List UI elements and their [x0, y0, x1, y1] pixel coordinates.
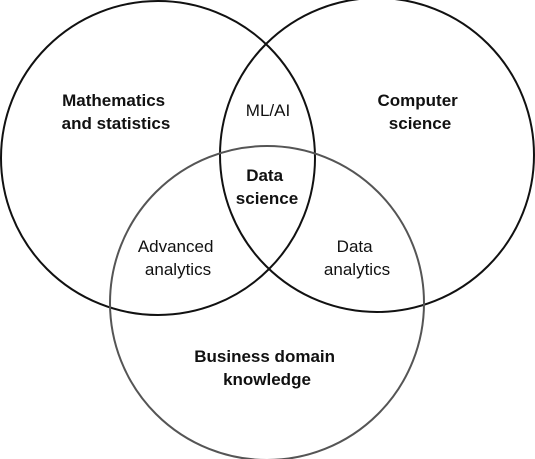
- label-business-domain-knowledge: Business domain knowledge: [194, 347, 340, 389]
- label-data-analytics-line-2: analytics: [324, 260, 390, 279]
- label-mathematics-and-statistics: Mathematics and statistics: [62, 91, 171, 133]
- label-mathematics-line-2: and statistics: [62, 114, 171, 133]
- label-data-science: Data science: [236, 166, 298, 208]
- label-advanced-analytics-line-1: Advanced: [138, 237, 214, 256]
- circle-computer-science: [219, 0, 535, 313]
- label-data-analytics-line-1: Data: [337, 237, 373, 256]
- label-ml-ai: ML/AI: [246, 101, 290, 120]
- label-mathematics-line-1: Mathematics: [62, 91, 165, 110]
- label-business-line-2: knowledge: [223, 370, 311, 389]
- label-advanced-analytics: Advanced analytics: [138, 237, 218, 279]
- label-computer-science-line-1: Computer: [377, 91, 458, 110]
- label-data-science-line-1: Data: [246, 166, 283, 185]
- label-data-analytics: Data analytics: [324, 237, 390, 279]
- label-advanced-analytics-line-2: analytics: [145, 260, 211, 279]
- circle-mathematics-and-statistics: [0, 0, 316, 316]
- label-business-line-1: Business domain: [194, 347, 335, 366]
- label-ml-ai-line-1: ML/AI: [246, 101, 290, 120]
- label-data-science-line-2: science: [236, 189, 298, 208]
- circle-business-domain-knowledge: [109, 145, 425, 459]
- label-computer-science: Computer science: [377, 91, 462, 133]
- label-computer-science-line-2: science: [389, 114, 451, 133]
